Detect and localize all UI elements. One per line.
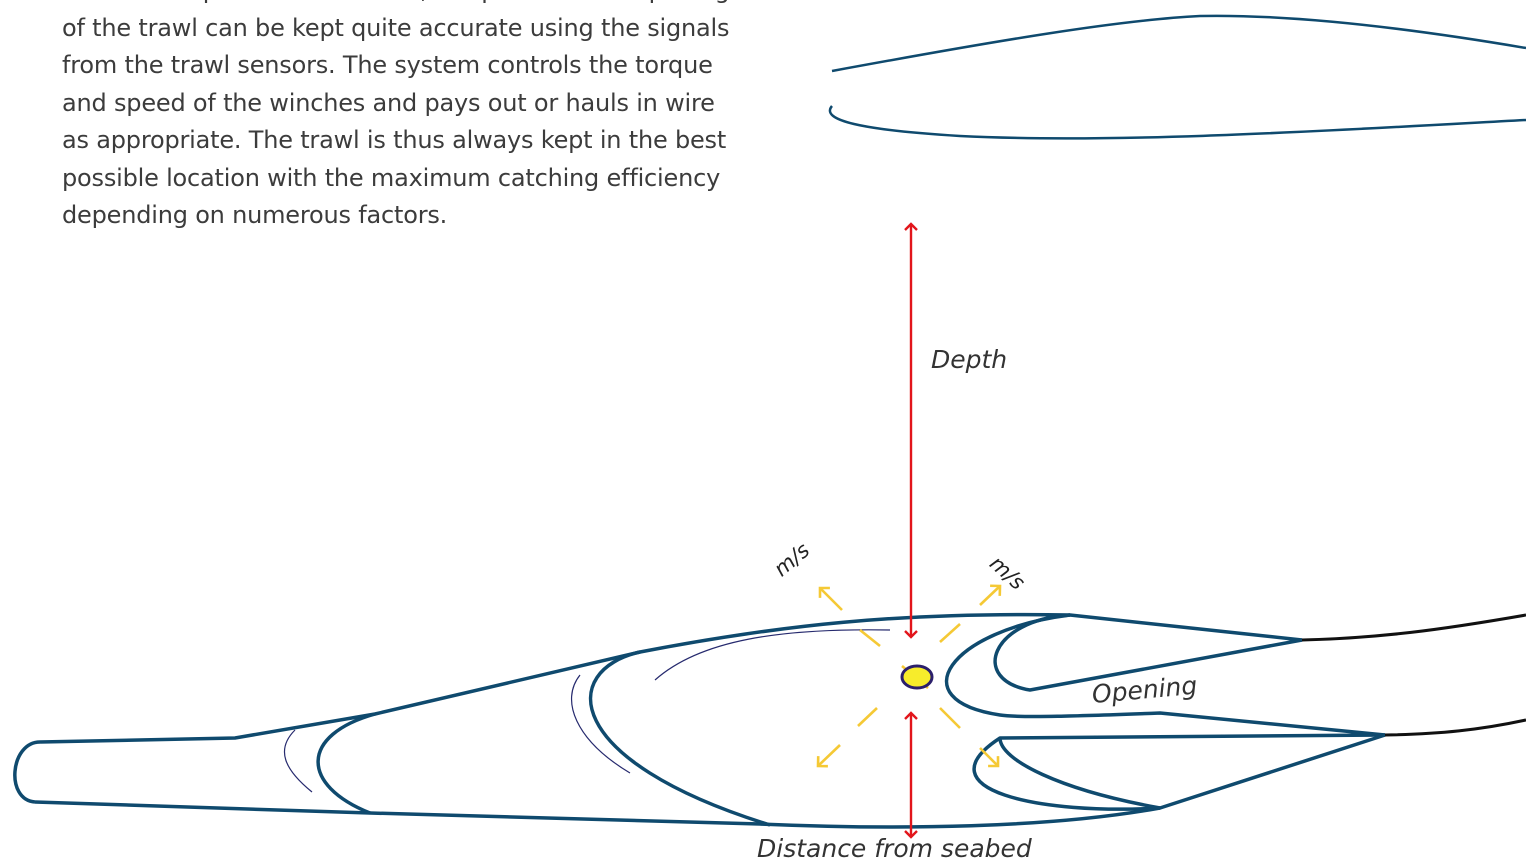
body-line: from the trawl sensors. The system contr… (62, 51, 713, 79)
body-paragraph: the desired position in the sea, the pos… (62, 0, 792, 235)
distance-from-seabed-label: Distance from seabed (757, 834, 1032, 863)
codend (13, 740, 41, 804)
lower-wing-seam (998, 737, 1161, 810)
trawl-top-outline (39, 612, 1303, 744)
speed-arrow-sw (816, 744, 841, 768)
warp-line-upper (1301, 613, 1526, 642)
inner-arc-2 (571, 674, 631, 774)
body-line: the desired position in the sea, the pos… (62, 0, 792, 10)
body-line: possible location with the maximum catch… (62, 163, 721, 192)
seam-1 (316, 712, 376, 815)
speed-ray-se-inner (939, 707, 961, 729)
trawl-sensor (900, 664, 934, 690)
body-line: and speed of the winches and pays out or… (62, 88, 715, 117)
trawl-net (13, 612, 1386, 829)
vessel-hull (828, 14, 1526, 140)
inner-arc-1 (283, 729, 313, 793)
speed-ray-nw-inner (859, 628, 881, 648)
inner-arc-3 (654, 629, 891, 681)
speed-arrow-nw (818, 586, 843, 611)
speed-ray-ne-inner (939, 623, 961, 643)
speed-ray-sw-inner (857, 707, 878, 727)
speed-arrow-ne (979, 584, 1002, 606)
speed-arrow-se (979, 747, 1000, 768)
trawl-bottom-outline (34, 733, 1386, 829)
depth-label: Depth (931, 345, 1008, 374)
seam-2 (588, 650, 771, 827)
body-line: as appropriate. The trawl is thus always… (62, 126, 727, 154)
body-line: depending on numerous factors. (62, 201, 448, 229)
upper-wing-inner (944, 613, 1386, 737)
body-line: of the trawl can be kept quite accurate … (62, 13, 730, 42)
warp-line-lower (1384, 718, 1526, 737)
